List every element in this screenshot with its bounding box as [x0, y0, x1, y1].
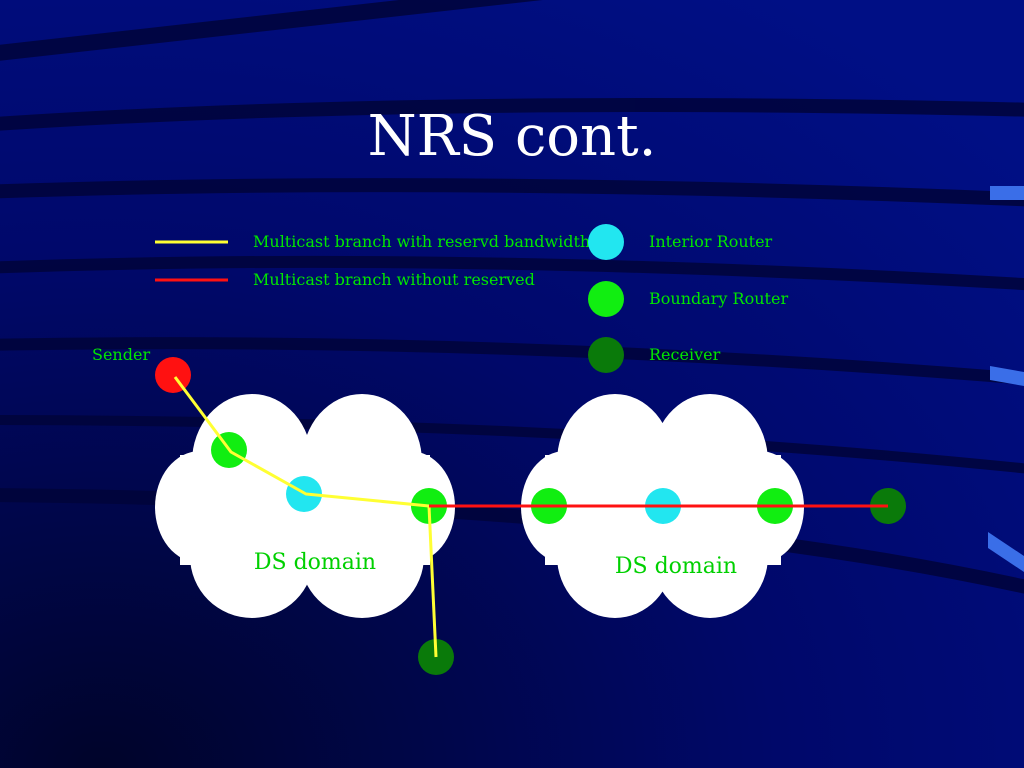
ds-domain-cloud-right [521, 394, 804, 618]
legend-interior-router-circle [588, 224, 624, 260]
sender-label: Sender [92, 345, 150, 364]
ds-domain-cloud-left [155, 394, 455, 618]
legend-interior-router-label: Interior Router [649, 232, 773, 251]
right-edge-bars [988, 186, 1024, 572]
reserved-branch-sender-to-boundary [173, 376, 430, 508]
legend-receiver-label: Receiver [649, 345, 721, 364]
legend-boundary-router-label: Boundary Router [649, 289, 788, 308]
slide-title: NRS cont. [368, 104, 657, 169]
legend-receiver-circle [588, 337, 624, 373]
legend-unreserved-branch-label: Multicast branch without reserved [253, 270, 535, 289]
reserved-branch-to-bottom-receiver [427, 505, 438, 658]
ds-domain-right-label: DS domain [615, 554, 737, 579]
legend-boundary-router-circle [588, 281, 624, 317]
ds-domain-left-label: DS domain [254, 550, 376, 575]
legend-reserved-branch-label: Multicast branch with reservd bandwidth [253, 232, 590, 251]
sender-node [155, 357, 191, 393]
